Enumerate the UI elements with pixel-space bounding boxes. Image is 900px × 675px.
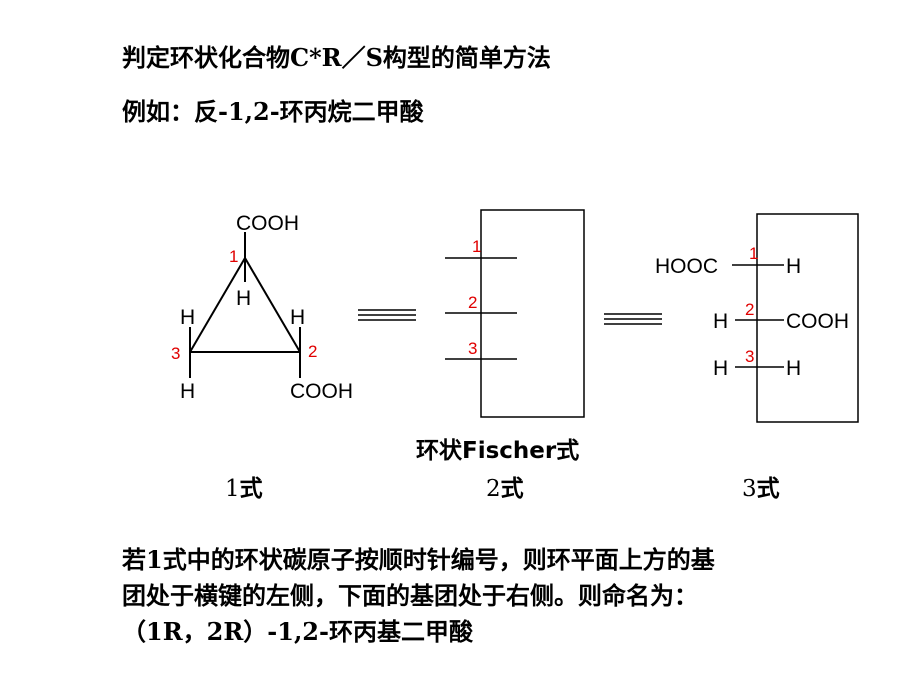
f3-row3-right: H [786,357,801,380]
f1-bottom-cooh: COOH [290,380,353,403]
f1-locant-3: 3 [171,344,180,363]
f2-locant-2: 2 [468,293,477,312]
example-subtitle: 例如：反-1,2-环丙烷二甲酸 [122,97,424,126]
f3-row2-right: COOH [786,310,849,333]
f3-row3-left: H [713,357,728,380]
ring-bond-1-3 [189,257,246,353]
label-formula-2: 2式 [486,476,524,502]
f3-locant-2: 2 [745,300,754,319]
f1-c3-h-top: H [180,306,195,329]
formula-3 [732,213,859,423]
f2-locant-1: 1 [472,237,481,256]
equivalence-sign-2 [604,313,662,325]
formula-2 [445,209,585,418]
label-formula-1: 1式 [225,476,263,502]
f3-row1-right: H [786,255,801,278]
f1-c2-h: H [290,306,305,329]
explanation-line-3: （1R，2R）-1,2-环丙基二甲酸 [122,617,473,646]
f1-c3-h-bottom: H [180,380,195,403]
page-title: 判定环状化合物C*R／S构型的简单方法 [122,43,551,72]
f3-locant-1: 1 [749,244,758,263]
f3-ring-box [756,213,859,423]
f1-locant-2: 2 [308,342,317,361]
f3-locant-3: 3 [745,347,754,366]
f2-locant-3: 3 [468,339,477,358]
f1-locant-1: 1 [229,247,238,266]
f1-top-cooh: COOH [236,212,299,235]
ring-bond-1-2 [244,257,301,353]
f1-c1-h: H [236,287,251,310]
f3-row2-left: H [713,310,728,333]
label-formula-3: 3式 [742,476,780,502]
fischer-caption: 环状Fischer式 [416,437,579,464]
explanation-line-1: 若1式中的环状碳原子按顺时针编号，则环平面上方的基 [122,545,715,574]
formula-1 [189,232,301,378]
equivalence-sign-1 [358,309,416,321]
explanation-line-2: 团处于横键的左侧，下面的基团处于右侧。则命名为： [122,581,698,610]
f3-row1-left: HOOC [655,255,718,278]
